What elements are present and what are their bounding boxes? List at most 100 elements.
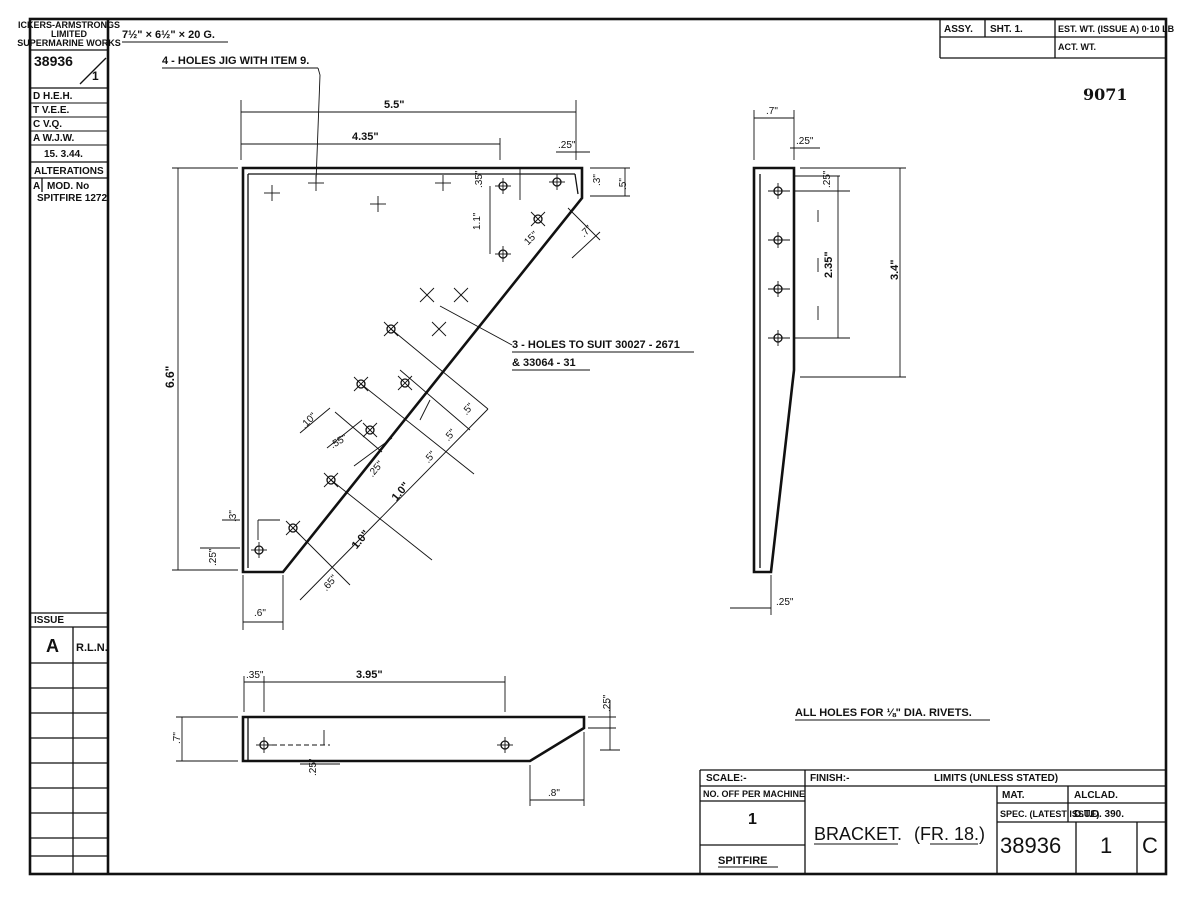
title-block: SCALE:- FINISH:- LIMITS (UNLESS STATED) … — [699, 769, 1166, 874]
stock-size: 7½" × 6½" × 20 G. — [122, 29, 215, 41]
signature-approved: A W.J.W. — [33, 133, 75, 144]
act-weight: ACT. WT. — [1058, 42, 1096, 52]
dim-plan-35: .35" — [246, 670, 264, 681]
dim-plan-8: .8" — [548, 788, 560, 799]
issue-label: ISSUE — [34, 615, 64, 626]
side-hole-3 — [768, 281, 790, 297]
company-line-2: LIMITED — [51, 29, 87, 39]
jig-hole-3 — [370, 196, 386, 212]
rivet-note: ALL HOLES FOR ⅛" DIA. RIVETS. — [795, 707, 972, 719]
dim-plan-7: .7" — [172, 732, 183, 744]
material-value: ALCLAD. — [1074, 790, 1118, 801]
jig-hole-2 — [308, 175, 324, 191]
strip-sheet-no: 1 — [92, 69, 99, 83]
title-issue: C — [1142, 833, 1158, 858]
no-off-label: NO. OFF PER MACHINE — [703, 789, 805, 799]
hole-top-1 — [495, 178, 511, 194]
plan-view: .35" 3.95" .25" .7" .25" .8" — [172, 669, 620, 806]
dim-d10: .10" — [299, 411, 319, 431]
est-weight: EST. WT. (ISSUE A) 0·10 LB — [1058, 24, 1175, 34]
dim-side-34: 3.4" — [889, 259, 901, 280]
alterations-label: ALTERATIONS — [34, 166, 104, 177]
spec-value: D.T.D. 390. — [1074, 809, 1124, 820]
alteration-ref: A — [33, 181, 40, 192]
side-hole-1 — [768, 183, 790, 199]
signature-drawn: D H.E.H. — [33, 91, 73, 102]
dim-diag-7: .7" — [578, 223, 595, 240]
alteration-text-1: MOD. No — [47, 181, 89, 192]
aircraft-name: SPITFIRE — [718, 855, 768, 867]
issue-initials: R.L.N. — [76, 642, 108, 654]
hole-bottom-left — [251, 542, 267, 558]
hole-diag-top — [530, 211, 546, 227]
dim-plan-25b: .25" — [308, 758, 319, 776]
reference-number: 9071 — [1083, 85, 1128, 104]
spec-label: SPEC. (LATEST ISSUE) — [1000, 809, 1099, 819]
weight-box: ASSY. SHT. 1. EST. WT. (ISSUE A) 0·10 LB… — [939, 19, 1175, 59]
hole-mid — [495, 246, 511, 262]
jig-hole-1 — [264, 185, 280, 201]
dim-side-7: .7" — [766, 106, 778, 117]
dim-left-3: .3" — [228, 510, 239, 522]
hole-top-2 — [549, 174, 565, 190]
dim-d5c: .5" — [422, 449, 438, 466]
suit-holes-note-1: 3 - HOLES TO SUIT 30027 - 2671 — [512, 339, 680, 351]
jig-hole-4 — [435, 175, 451, 191]
dim-d55: .55" — [329, 433, 350, 451]
dim-bot-25: .25" — [208, 548, 219, 566]
plan-hole-1 — [256, 737, 272, 753]
title-sheet: 1 — [1100, 833, 1112, 858]
suit-holes-note-2: & 33064 - 31 — [512, 357, 576, 369]
bracket-outline — [241, 166, 584, 574]
dim-right-35: .35" — [474, 170, 485, 188]
assy-label: ASSY. — [944, 24, 973, 35]
jig-holes-note: 4 - HOLES JIG WITH ITEM 9. — [162, 55, 309, 67]
dim-right-11: 1.1" — [472, 212, 483, 230]
dim-side-25: .25" — [796, 136, 814, 147]
plan-outline — [241, 715, 586, 763]
left-title-strip: ICKERS-ARMSTRONGS LIMITED SUPERMARINE WO… — [17, 20, 121, 874]
dim-d10c: 1.0" — [350, 528, 372, 551]
dim-side-25c: .25" — [776, 597, 794, 608]
strip-drawing-no: 38936 — [34, 53, 73, 69]
sheet-border — [28, 17, 1168, 876]
title-drawing-no: 38936 — [1000, 833, 1061, 858]
dim-top-25: .25" — [558, 140, 576, 151]
dim-right-3: .3" — [592, 174, 603, 186]
part-location: (FR. 18.) — [914, 824, 985, 844]
material-label: MAT. — [1002, 790, 1025, 801]
dim-side-25b: .25" — [822, 170, 833, 188]
company-line-1: ICKERS-ARMSTRONGS — [18, 20, 120, 30]
issue-letter: A — [46, 636, 59, 656]
side-hole-2 — [768, 232, 790, 248]
alteration-text-2: SPITFIRE 1272 — [37, 193, 107, 204]
dim-right-5: .5" — [618, 178, 629, 190]
signature-checked: C V.Q. — [33, 119, 62, 130]
dim-plan-395: 3.95" — [356, 669, 383, 681]
suit-hole-3 — [431, 321, 447, 337]
side-view: .7" .25" .25" 2.35" 3.4" .25" — [730, 106, 906, 615]
dim-bot-6: .6" — [254, 608, 266, 619]
suit-hole-2 — [453, 287, 469, 303]
part-name: BRACKET. — [814, 824, 902, 844]
dim-d10b: 1.0" — [390, 480, 412, 503]
dim-d25a: .25" — [366, 459, 386, 480]
suit-hole-1 — [419, 287, 435, 303]
company-line-3: SUPERMARINE WORKS — [17, 38, 121, 48]
dim-plan-25: .25" — [602, 694, 613, 712]
dim-diag-15: 15" — [522, 229, 540, 247]
dim-main-inner: 4.35" — [352, 131, 379, 143]
plan-hole-2 — [497, 737, 513, 753]
dim-main-width: 5.5" — [384, 99, 405, 111]
finish-label: FINISH:- — [810, 773, 849, 784]
signature-traced: T V.E.E. — [33, 105, 70, 116]
hole-diag-4 — [362, 422, 378, 438]
strip-date: 15. 3.44. — [44, 149, 83, 160]
side-outline — [752, 166, 796, 574]
scale-label: SCALE:- — [706, 773, 747, 784]
limits-label: LIMITS (UNLESS STATED) — [934, 773, 1058, 784]
dim-d5a: .5" — [460, 401, 476, 418]
sheet-label: SHT. 1. — [990, 24, 1023, 35]
dim-side-235: 2.35" — [823, 251, 835, 278]
